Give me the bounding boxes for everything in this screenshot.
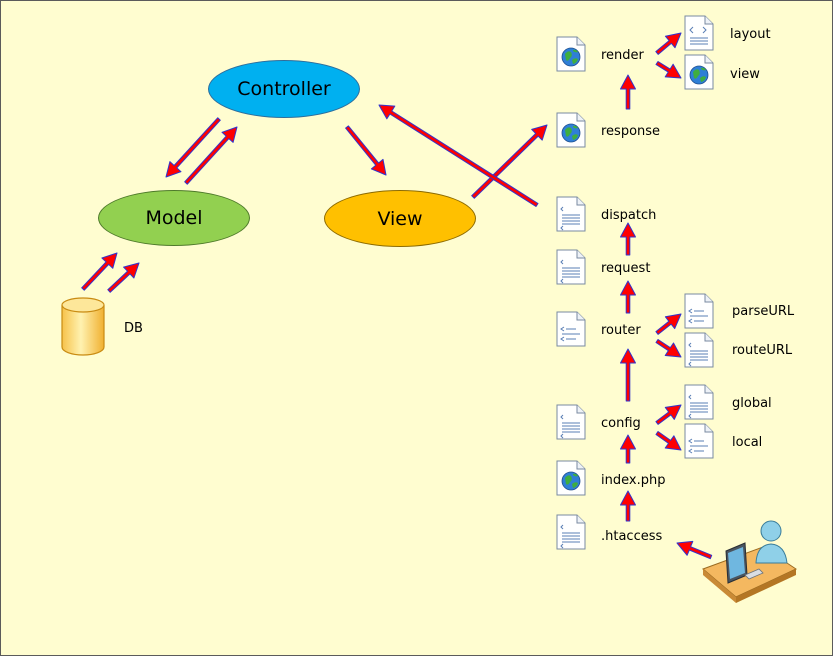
router-label: router (601, 323, 641, 338)
arrow-router-to-request (620, 280, 636, 314)
local-file-icon (684, 423, 714, 459)
layout-label: layout (730, 27, 771, 42)
request-label: request (601, 261, 651, 276)
parseurl-file-icon (684, 293, 714, 329)
routeurl-file-icon (684, 332, 714, 368)
layout-file-icon (684, 15, 714, 51)
arrow-config-to-global (655, 404, 682, 425)
response-label: response (601, 124, 661, 139)
routeurl-label: routeURL (732, 343, 793, 358)
arrow-model-to-controller (165, 117, 221, 178)
local-label: local (732, 435, 763, 450)
index-globe-icon (556, 460, 586, 496)
controller-node: Controller (208, 60, 360, 118)
arrow-dispatch-to-controller (378, 104, 539, 207)
view-globe-icon (684, 54, 714, 90)
global-label: global (732, 396, 772, 411)
arrow-router-to-routeurl (655, 339, 682, 358)
arrow-render-to-layout (655, 32, 682, 55)
view-label: View (377, 207, 423, 230)
db-label: DB (124, 321, 143, 336)
arrow-response-to-render (620, 74, 636, 110)
arrow-model-to-db (107, 262, 140, 293)
config-file-icon (556, 404, 586, 440)
response-globe-icon (556, 112, 586, 148)
view-node: View (324, 190, 476, 247)
index-label: index.php (601, 473, 666, 488)
request-file-icon (556, 249, 586, 285)
view-file-label: view (730, 67, 760, 82)
config-label: config (601, 416, 641, 431)
arrow-controller-to-view (345, 125, 387, 176)
arrow-config-to-local (655, 431, 682, 451)
model-label: Model (145, 207, 203, 229)
dispatch-label: dispatch (601, 208, 657, 223)
arrow-render-to-view (655, 61, 682, 79)
arrow-user-to-htaccess (676, 540, 713, 560)
parseurl-label: parseURL (732, 304, 795, 319)
render-globe-icon (556, 36, 586, 72)
render-label: render (601, 48, 644, 63)
arrow-config-to-router (620, 348, 636, 402)
database-icon (61, 297, 105, 356)
model-node: Model (98, 190, 250, 246)
arrow-controller-to-model (184, 126, 238, 185)
dispatch-file-icon (556, 196, 586, 232)
user-at-computer-icon (702, 520, 797, 603)
arrow-request-to-dispatch (620, 222, 636, 256)
arrow-htaccess-to-index (620, 490, 636, 522)
controller-label: Controller (237, 78, 331, 100)
arrow-view-to-response (471, 124, 548, 199)
global-file-icon (684, 384, 714, 420)
arrow-router-to-parseurl (655, 313, 682, 335)
arrow-index-to-config (620, 434, 636, 464)
htaccess-file-icon (556, 514, 586, 550)
htaccess-label: .htaccess (601, 529, 663, 544)
router-file-icon (556, 311, 586, 347)
arrow-db-to-model (81, 252, 118, 291)
